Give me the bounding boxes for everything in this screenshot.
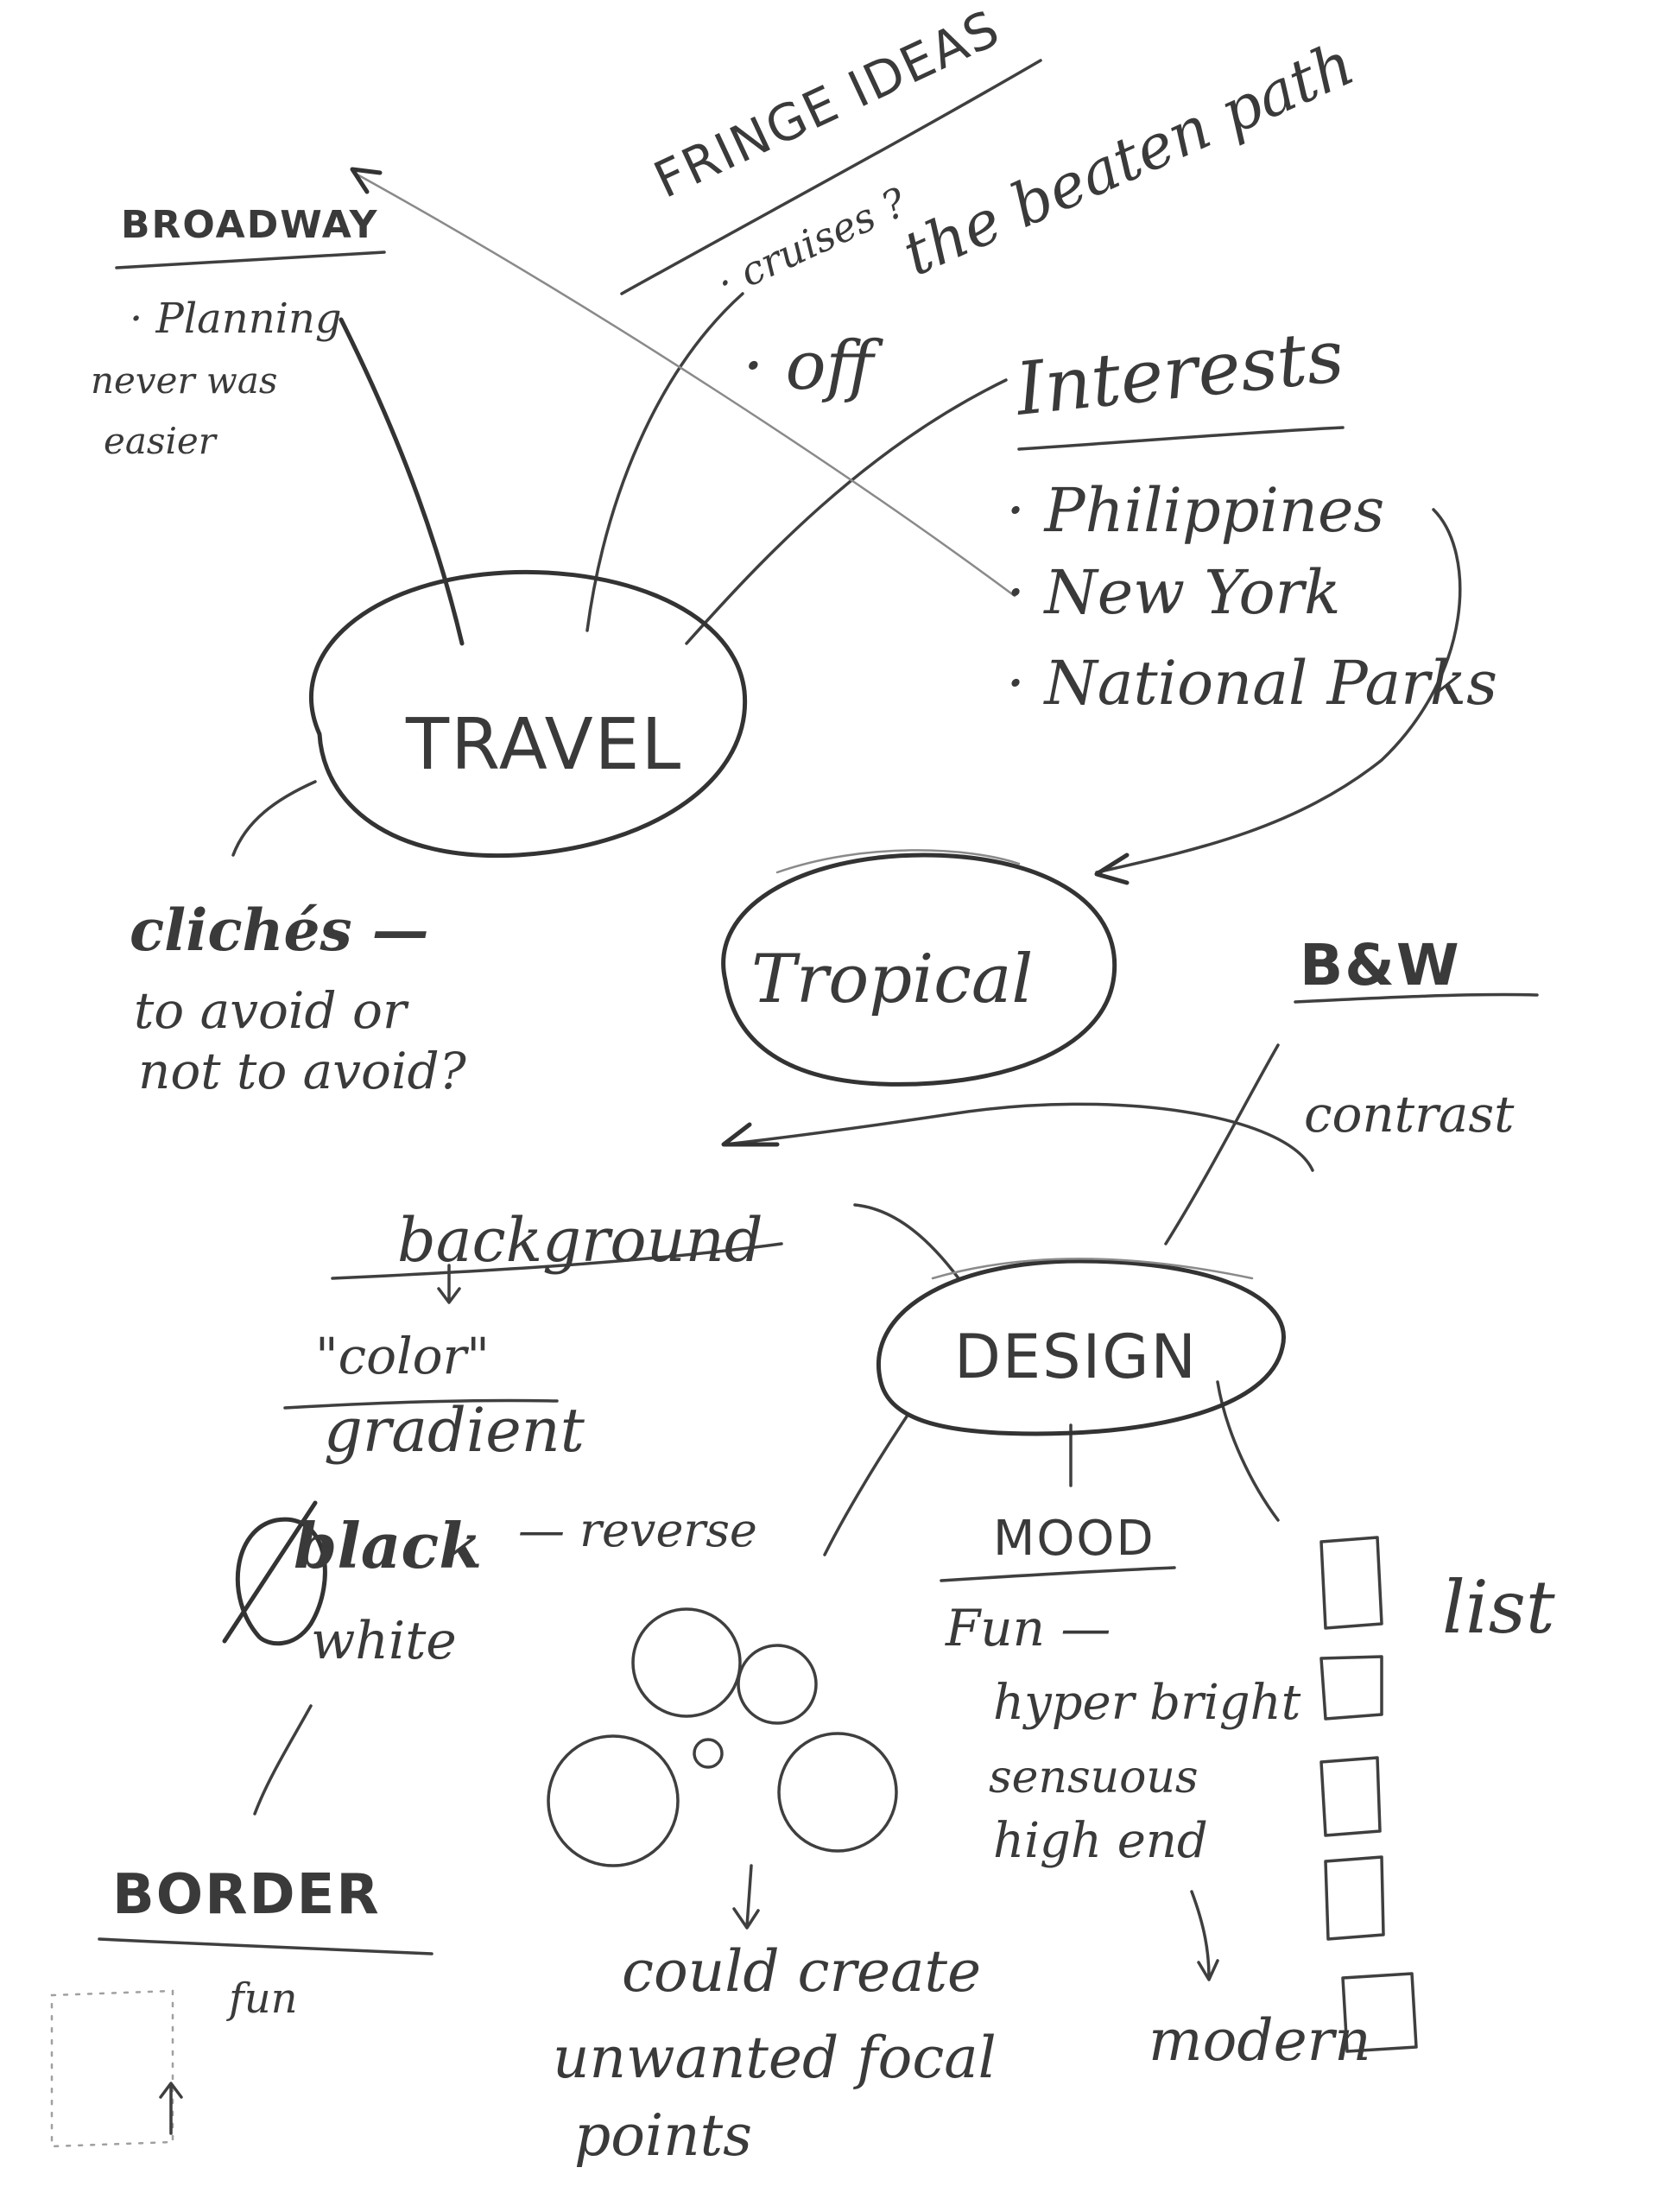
cliches-line-1: to avoid or xyxy=(134,981,409,1040)
underline-border xyxy=(98,1937,433,1955)
broadway-line-2: never was xyxy=(91,359,277,402)
connector-design-circles xyxy=(823,1415,908,1556)
connector-interests-tropical xyxy=(1095,508,1462,874)
connector-design-background xyxy=(853,1203,960,1280)
fringe-heading: FRINGE IDEAS xyxy=(645,0,1009,210)
list-label: list xyxy=(1442,1565,1555,1650)
underlines xyxy=(98,59,1539,1955)
background-white: white xyxy=(311,1611,457,1671)
underline-color xyxy=(283,1398,559,1410)
connector-travel-broadway xyxy=(339,317,465,646)
arrowhead-tropical xyxy=(1094,852,1130,885)
border-sketch-arrow xyxy=(159,2082,183,2135)
connector-travel-interests xyxy=(685,378,1008,645)
design-bubble-sketch xyxy=(931,1258,1254,1280)
modern-label: modern xyxy=(1149,2007,1371,2074)
design-label: DESIGN xyxy=(954,1321,1198,1392)
bw-heading: B&W xyxy=(1300,932,1461,998)
cliches-line-2: not to avoid? xyxy=(138,1042,467,1100)
fringe-line-1: · cruises ? xyxy=(710,179,914,307)
doodle-circle-2 xyxy=(737,1644,818,1725)
fringe-line-2: · off xyxy=(743,327,884,405)
border-sketch xyxy=(50,1989,183,2148)
travel-label: TRAVEL xyxy=(405,704,682,786)
arrow-highend-modern xyxy=(1190,1890,1219,1981)
underline-mood xyxy=(940,1566,1176,1582)
tropical-bubble xyxy=(721,852,1117,1087)
background-black: black xyxy=(294,1509,482,1582)
border-sketch-box xyxy=(50,1989,174,2148)
broadway-line-1: · Planning xyxy=(130,295,342,343)
bubbles xyxy=(308,569,1286,1436)
connector-contrast-background xyxy=(724,1102,1314,1172)
arrowhead-broadway xyxy=(350,167,383,194)
checkbox-4 xyxy=(1324,1855,1385,1941)
circles-doodle xyxy=(547,1607,898,1867)
checkbox-1 xyxy=(1319,1536,1383,1630)
doodle-circle-3 xyxy=(547,1734,680,1867)
border-heading: BORDER xyxy=(112,1863,381,1927)
mood-item-2: hyper bright xyxy=(993,1675,1301,1731)
checkbox-3 xyxy=(1319,1756,1382,1837)
background-gradient: gradient xyxy=(324,1395,585,1466)
design-bubble xyxy=(876,1258,1286,1436)
connector-design-list xyxy=(1216,1380,1280,1522)
underline-interests xyxy=(1017,426,1345,451)
underline-bw xyxy=(1294,992,1539,1004)
circles-note-line-1: could create xyxy=(622,1938,981,2005)
doodle-circle-1 xyxy=(631,1607,742,1718)
circles-note-line-3: points xyxy=(574,2102,752,2169)
broadway-heading: BROADWAY xyxy=(121,203,378,247)
checkbox-column xyxy=(1319,1536,1418,2053)
null-symbol xyxy=(222,1500,327,1646)
background-heading: background xyxy=(397,1205,763,1276)
border-sub: fun xyxy=(226,1974,298,2023)
mood-item-1: Fun — xyxy=(945,1599,1111,1657)
arrow-circles-note xyxy=(732,1864,760,1930)
underline-fringe xyxy=(620,59,1042,295)
doodle-circle-5 xyxy=(777,1732,898,1853)
background-reverse: — reverse xyxy=(518,1503,757,1557)
connector-newyork-broadway xyxy=(352,171,1016,598)
checkbox-5 xyxy=(1341,1972,1418,2053)
connector-lines xyxy=(231,167,1462,1981)
background-color: "color" xyxy=(315,1327,490,1385)
connector-travel-cliches xyxy=(231,780,317,857)
checkbox-2 xyxy=(1319,1655,1383,1721)
tropical-label: Tropical xyxy=(751,941,1033,1018)
arrowhead-background xyxy=(721,1122,780,1147)
doodle-circle-4 xyxy=(693,1738,724,1769)
connector-white-border xyxy=(253,1704,313,1816)
underline-broadway xyxy=(115,250,386,269)
interests-item-3: · National Parks xyxy=(1006,648,1497,719)
cliches-heading: clichés — xyxy=(130,897,429,964)
travel-bubble xyxy=(308,569,748,859)
bw-sub: contrast xyxy=(1304,1085,1515,1144)
interests-heading: Interests xyxy=(1010,314,1348,432)
circles-note-line-2: unwanted focal xyxy=(553,2025,997,2091)
interests-item-2: · New York xyxy=(1006,557,1341,628)
interests-item-1: · Philippines xyxy=(1006,475,1384,546)
underline-background xyxy=(331,1242,783,1280)
tropical-bubble-sketch xyxy=(775,849,1021,874)
mood-heading: MOOD xyxy=(993,1511,1155,1567)
mood-item-4: high end xyxy=(993,1813,1208,1869)
connector-design-bw xyxy=(1164,1043,1280,1245)
mood-item-3: sensuous xyxy=(989,1752,1199,1803)
broadway-line-3: easier xyxy=(104,420,218,462)
